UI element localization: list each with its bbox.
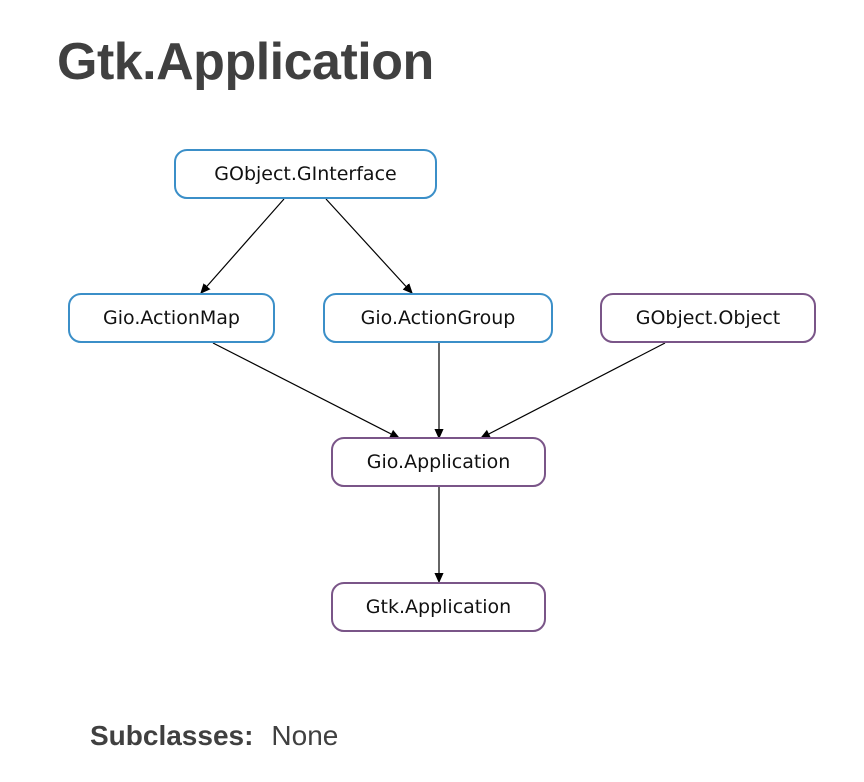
edge-actionmap-to-gioapplication: [212, 342, 399, 438]
page-title: Gtk.Application: [57, 33, 434, 91]
node-gobject-ginterface[interactable]: GObject.GInterface: [174, 149, 437, 199]
node-gtk-application[interactable]: Gtk.Application: [331, 582, 546, 632]
node-label: Gio.ActionMap: [103, 307, 240, 329]
node-gobject-object[interactable]: GObject.Object: [600, 293, 816, 343]
node-label: GObject.GInterface: [214, 163, 396, 185]
node-label: Gtk.Application: [366, 596, 511, 618]
edge-gobject-to-gioapplication: [481, 342, 666, 438]
node-gio-actiongroup[interactable]: Gio.ActionGroup: [323, 293, 553, 343]
subclasses-value: None: [271, 720, 339, 751]
node-label: GObject.Object: [636, 307, 781, 329]
node-gio-application[interactable]: Gio.Application: [331, 437, 546, 487]
subclasses-section: Subclasses: None: [90, 716, 338, 756]
edge-ginterface-to-actiongroup: [325, 198, 412, 293]
edge-ginterface-to-actionmap: [201, 198, 285, 293]
inheritance-diagram: GObject.GInterface Gio.ActionMap Gio.Act…: [68, 149, 816, 632]
node-label: Gio.ActionGroup: [361, 307, 516, 329]
node-label: Gio.Application: [367, 451, 511, 473]
subclasses-label: Subclasses:: [90, 720, 254, 751]
node-gio-actionmap[interactable]: Gio.ActionMap: [68, 293, 275, 343]
